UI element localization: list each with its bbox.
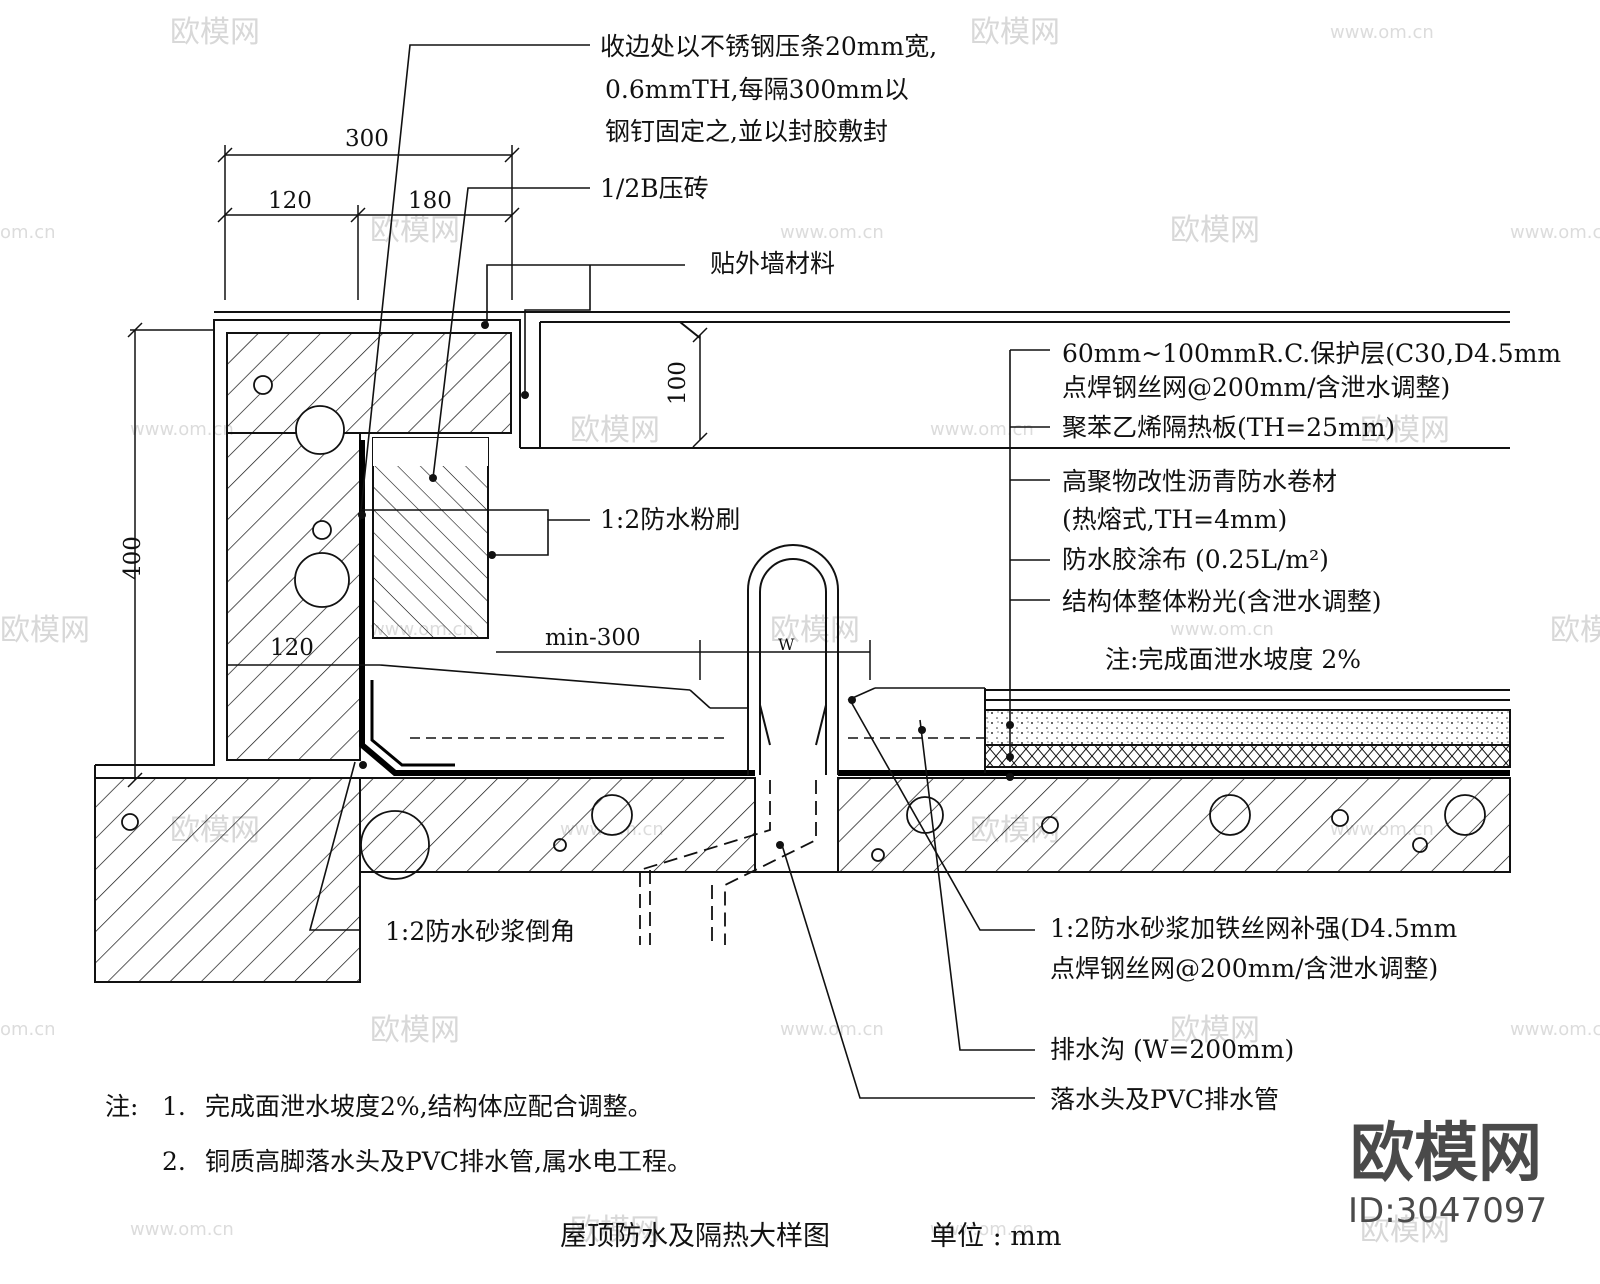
dim-180: 180 [408,188,452,214]
watermark-brand: 欧模网 [970,15,1060,50]
watermark-brand: 欧模网 [1170,213,1260,248]
label-slope-note: 注:完成面泄水坡度 2% [1105,645,1361,674]
dim-w: W [778,635,795,654]
notes-prefix: 注: [105,1092,138,1121]
label-mesh-reinforce-2: 点焊钢丝网@200mm/含泄水调整) [1050,954,1438,983]
watermark-brand: 欧模网 [1360,413,1450,448]
drain-head [747,544,839,775]
label-membrane-2: (热熔式,TH=4mm) [1062,505,1287,534]
watermark-brand: 欧模网 [1170,1013,1260,1048]
label-wall-finish: 贴外墙材料 [710,249,835,278]
dimension-lines [127,145,871,788]
watermark-site: www.om.cn [930,1219,1034,1240]
half-brick-block [372,437,489,639]
dim-min-300: min-300 [545,625,641,651]
label-stainless-strip-2: 0.6mmTH,每隔300mm以 [605,75,909,104]
dim-100: 100 [665,361,691,405]
watermark-site: www.om.cn [130,1219,234,1240]
label-rc-layer-2: 点焊钢丝网@200mm/含泄水调整) [1062,373,1450,402]
dim-120-top: 120 [268,188,312,214]
title-unit: 单位 : mm [930,1221,1061,1252]
watermark-brand: 欧模网 [0,613,90,648]
leader-dots [358,321,1014,849]
watermark-brand: 欧模网 [1550,613,1600,648]
label-drain-ditch: 排水沟 (W=200mm) [1050,1035,1294,1064]
title-main: 屋顶防水及隔热大样图 [560,1221,830,1252]
leader-lines [308,44,1050,1099]
label-mortar-chamfer: 1:2防水砂浆倒角 [385,917,575,946]
watermark-site: www.om.cn [1170,619,1274,640]
watermark-layer: 欧模网 欧模网 www.om.cn om.cn 欧模网 www.om.cn 欧模… [0,15,1600,1248]
label-drain-pipe: 落水头及PVC排水管 [1050,1085,1279,1114]
brand-logo: 欧模网 ID:3047097 [1348,1117,1547,1231]
brick-cap [373,438,488,466]
watermark-site: www.om.cn [130,419,234,440]
dim-120-mid: 120 [270,635,314,661]
watermark-brand: 欧模网 [370,1013,460,1048]
label-waterproof-glue: 防水胶涂布 (0.25L/m²) [1062,545,1329,574]
dim-400: 400 [120,536,146,580]
dim-300: 300 [345,126,389,152]
parapet-cap [214,311,1510,449]
watermark-site: www.om.cn [930,419,1034,440]
label-mesh-reinforce-1: 1:2防水砂浆加铁丝网补强(D4.5mm [1050,914,1457,943]
pvc-pipe [639,780,817,945]
watermark-site: www.om.cn [780,1019,884,1040]
waterproof-membrane [359,440,1510,776]
watermark-brand: 欧模网 [770,613,860,648]
watermark-site: www.om.cn [1330,22,1434,43]
parapet-wall [94,319,521,983]
note-2-text: 铜质高脚落水头及PVC排水管,属水电工程。 [205,1147,692,1176]
watermark-site: om.cn [0,1019,56,1040]
watermark-site: om.cn [0,222,56,243]
watermark-brand: 欧模网 [570,1213,660,1248]
callout-labels: 收边处以不锈钢压条20mm宽, 0.6mmTH,每隔300mm以 钢钉固定之,並… [385,32,1561,1114]
watermark-brand: 欧模网 [370,213,460,248]
label-brick: 1/2B压砖 [600,174,709,203]
general-notes: 注: 1. 完成面泄水坡度2%,结构体应配合调整。 2. 铜质高脚落水头及PVC… [105,1092,692,1176]
note-2-number: 2. [162,1147,186,1176]
watermark-site: www.om.cn [1510,1019,1600,1040]
roof-layers [984,688,1511,773]
watermark-brand: 欧模网 [170,15,260,50]
label-insulation: 聚苯乙烯隔热板(TH=25mm) [1062,413,1395,442]
logo-text: 欧模网 [1350,1117,1542,1191]
dimension-labels: 300 120 180 100 400 120 min-300 W [120,126,795,661]
note-1-number: 1. [162,1092,186,1121]
label-stainless-strip-1: 收边处以不锈钢压条20mm宽, [600,32,937,61]
note-1-text: 完成面泄水坡度2%,结构体应配合调整。 [205,1092,653,1121]
label-structure-plaster: 结构体整体粉光(含泄水调整) [1062,587,1382,616]
roof-slab [359,777,1511,982]
watermark-brand: 欧模网 [1360,1213,1450,1248]
watermark-brand: 欧模网 [570,413,660,448]
watermark-site: www.om.cn [780,222,884,243]
ditch-interior [379,664,985,739]
label-waterproof-brush: 1:2防水粉刷 [600,505,740,534]
label-membrane-1: 高聚物改性沥青防水卷材 [1062,467,1337,496]
logo-id: ID:3047097 [1348,1191,1547,1231]
label-rc-layer-1: 60mm~100mmR.C.保护层(C30,D4.5mm [1062,339,1561,368]
label-stainless-strip-3: 钢钉固定之,並以封胶敷封 [605,117,888,146]
watermark-site: www.om.cn [1510,222,1600,243]
drawing-title: 屋顶防水及隔热大样图 单位 : mm [560,1221,1061,1252]
